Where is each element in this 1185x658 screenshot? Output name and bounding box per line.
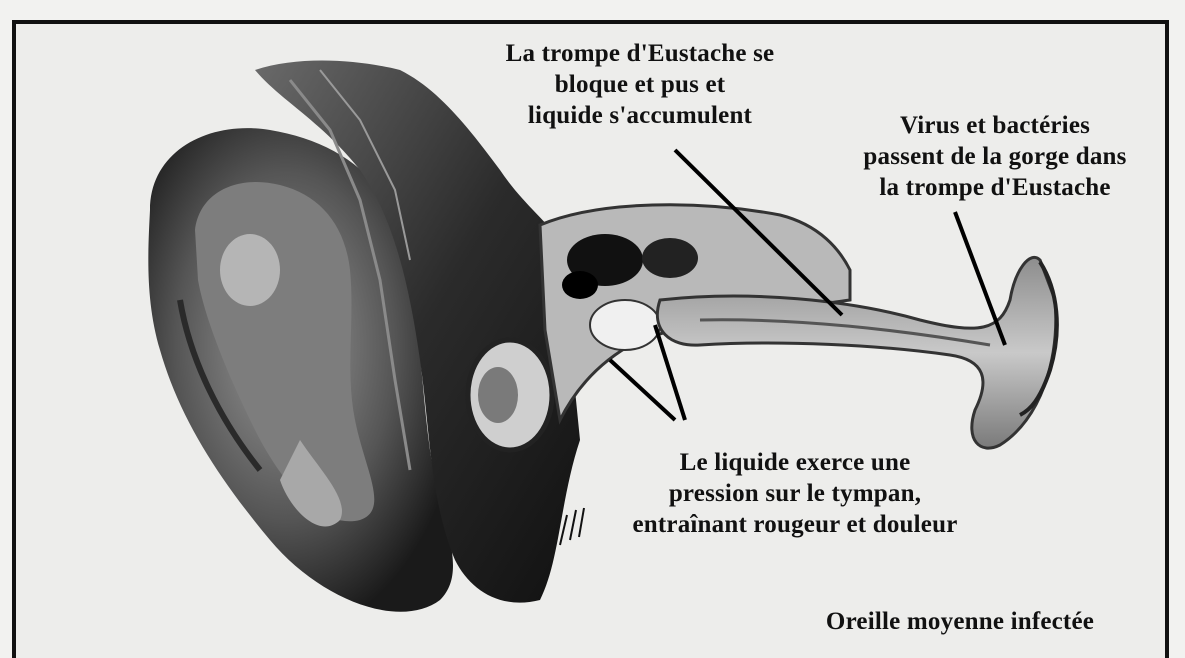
label-liquid-pressure: Le liquide exerce une pression sur le ty… [570, 447, 1020, 540]
pointer-line-liquid-b [610, 360, 675, 420]
label-virus-bacteria: Virus et bactéries passent de la gorge d… [805, 110, 1185, 203]
ear-canal [468, 340, 552, 450]
diagram-caption: Oreille moyenne infectée [760, 606, 1160, 637]
label-eustache-block: La trompe d'Eustache se bloque et pus et… [430, 38, 850, 131]
pointer-line-virus [955, 212, 1005, 345]
